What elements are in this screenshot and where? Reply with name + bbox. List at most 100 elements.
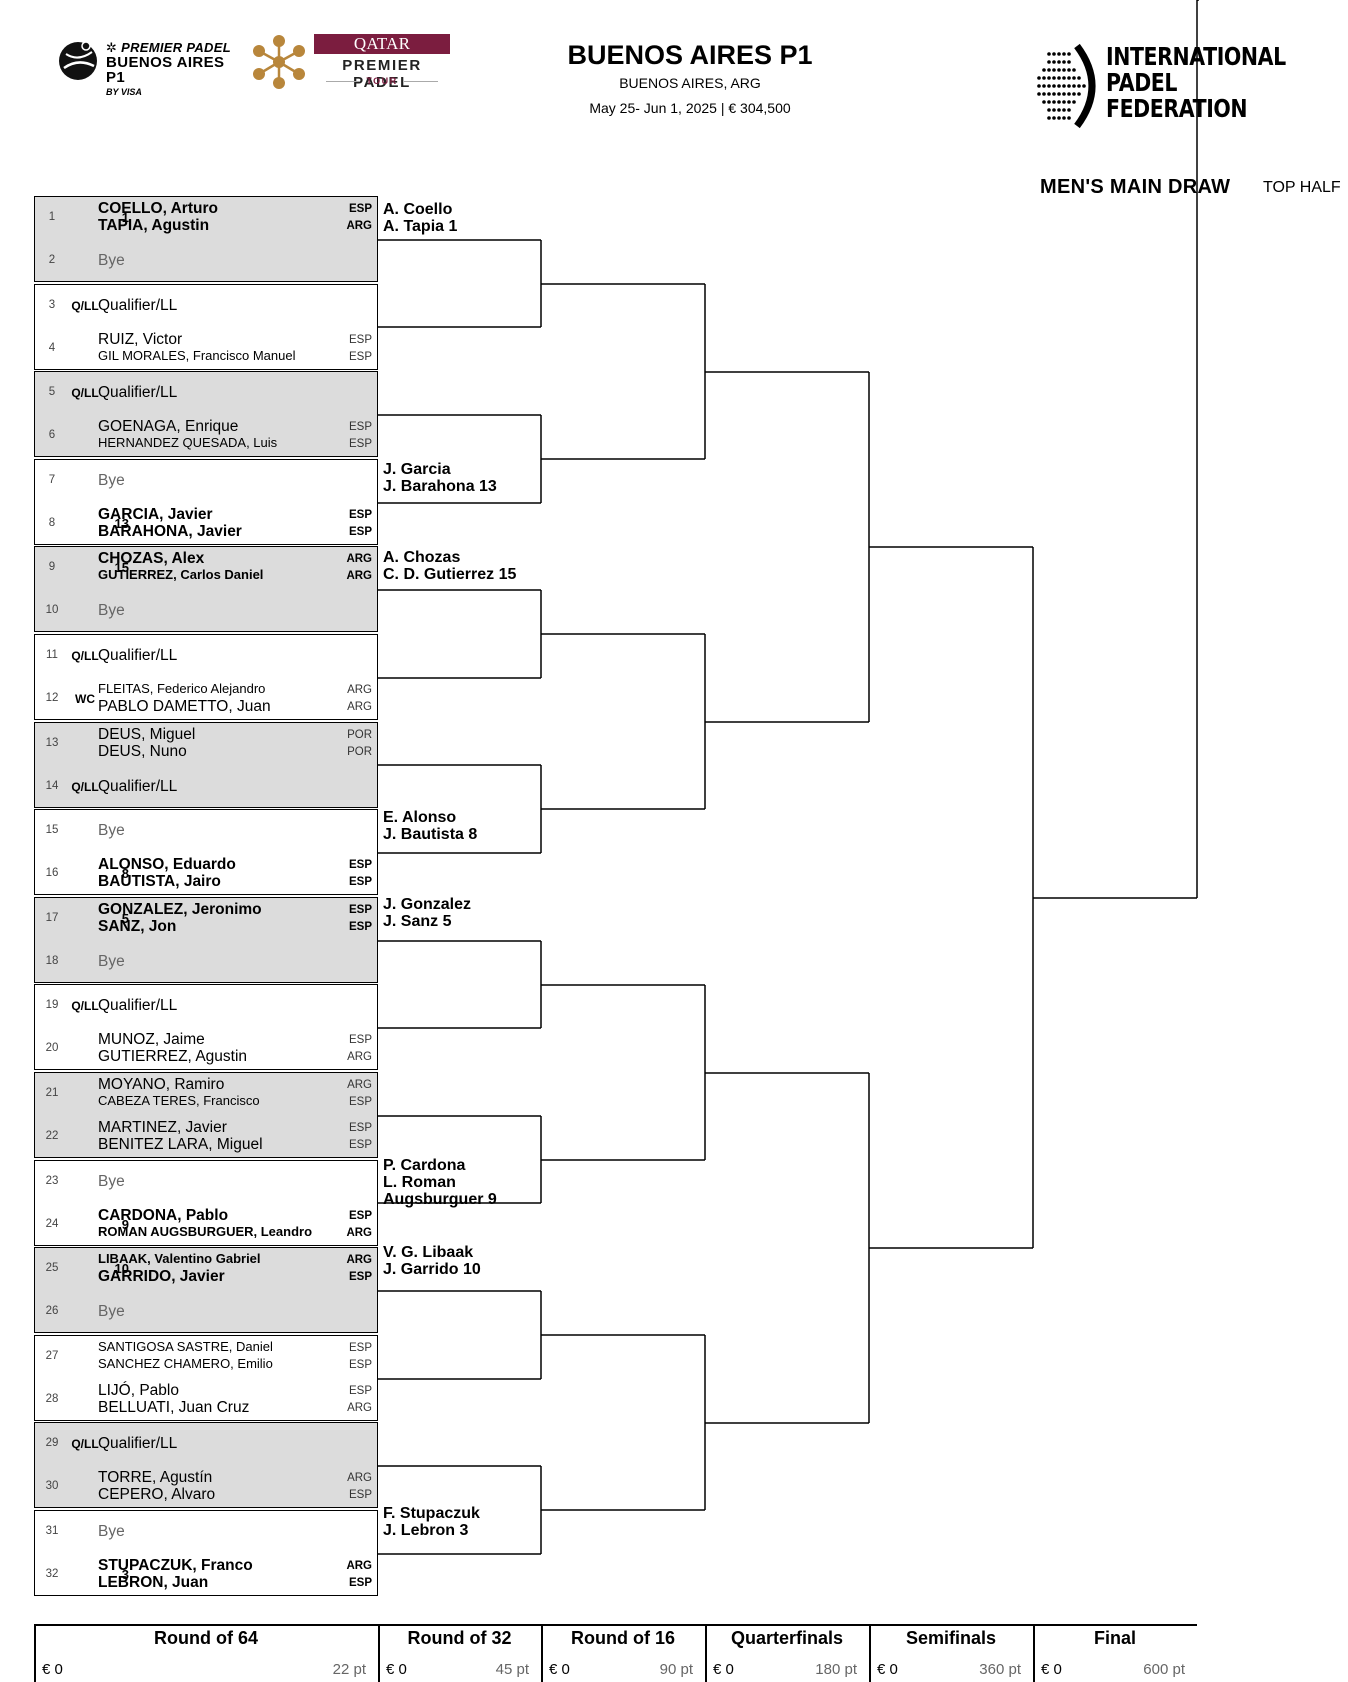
player-name: COELLO, Arturo (98, 200, 218, 217)
draw-position: 11 (46, 649, 58, 661)
player-name: MUNOZ, Jaime (98, 1031, 205, 1049)
country-code: ESP (348, 1122, 372, 1134)
round-name: Round of 64 (154, 1628, 258, 1648)
draw-position: 32 (45, 1568, 59, 1580)
seed-number: 8 (121, 866, 129, 882)
country-code: ESP (348, 1096, 372, 1108)
entry-tag: Q/LL (71, 999, 99, 1014)
entry-tag: Q/LL (71, 779, 99, 794)
player-name: TAPIA, Agustin (98, 217, 210, 234)
round-name: Round of 16 (571, 1628, 675, 1648)
seed-number: 10 (114, 1261, 129, 1277)
country-code: ARG (346, 553, 372, 566)
slot-text: Bye (98, 602, 125, 620)
country-code: ESP (348, 920, 372, 933)
player-name: HERNANDEZ QUESADA, Luis (98, 435, 278, 451)
country-code: ESP (348, 508, 372, 521)
seed-number: 3 (121, 1567, 129, 1582)
player-name: CEPERO, Alvaro (98, 1486, 216, 1504)
player-name: DEUS, Nuno (98, 742, 187, 760)
draw-position: 31 (45, 1525, 59, 1537)
draw-position: 25 (45, 1262, 59, 1275)
draw-position: 30 (45, 1480, 59, 1493)
player-name: GOENAGA, Enrique (98, 418, 239, 436)
slot-text: Qualifier/LL (98, 997, 178, 1015)
slot-text: Bye (98, 1172, 125, 1190)
ranking-points: 90 pt (659, 1661, 693, 1678)
draw-position: 15 (45, 824, 59, 837)
player-name: GARRIDO, Javier (98, 1268, 225, 1286)
slot-text: Qualifier/LL (98, 647, 178, 664)
country-code: ESP (348, 1034, 372, 1047)
slot-text: Bye (98, 1523, 125, 1540)
player-name: GUTIERREZ, Carlos Daniel (98, 567, 264, 583)
prize-money: € 0 (877, 1661, 898, 1678)
country-code: ESP (348, 421, 372, 434)
draw-position: 21 (45, 1087, 59, 1099)
footer-rule (34, 1624, 378, 1626)
footer-divider (34, 1624, 36, 1682)
draw-position: 6 (48, 429, 56, 442)
round-name: Semifinals (905, 1628, 997, 1648)
draw-position: 22 (45, 1130, 59, 1142)
draw-position: 29 (45, 1437, 59, 1450)
country-code: ESP (348, 525, 372, 538)
player-name: GUTIERREZ, Agustin (98, 1048, 248, 1066)
draw-position: 1 (48, 211, 56, 223)
player-name: CABEZA TERES, Francisco (98, 1093, 260, 1108)
entry-tag: Q/LL (71, 1437, 99, 1452)
prize-money: € 0 (386, 1661, 407, 1678)
country-code: ARG (347, 701, 372, 713)
draw-position: 5 (48, 386, 56, 399)
player-name: LEBRON, Juan (98, 1574, 209, 1591)
draw-position: 20 (45, 1042, 59, 1055)
slot-text: Bye (98, 952, 125, 970)
country-code: ESP (348, 438, 372, 451)
footer-rule (1033, 1624, 1197, 1626)
player-name: GONZALEZ, Jeronimo (98, 900, 262, 918)
country-code: ARG (347, 684, 372, 696)
draw-slot: 20 MUNOZ, Jaime ESP GUTIERREZ, Agustin ARG (35, 1028, 377, 1070)
country-code: ESP (348, 876, 372, 889)
event-title: BUENOS AIRES P1 (567, 40, 813, 70)
country-code: ARG (347, 1051, 372, 1064)
country-code: ESP (348, 350, 372, 363)
pp-logo-line3: BY VISA (106, 87, 142, 97)
country-code: ESP (348, 1271, 372, 1284)
country-code: ARG (347, 1472, 372, 1485)
player-name: ALONSO, Eduardo (98, 856, 236, 874)
player-name: CHOZAS, Alex (98, 550, 205, 568)
footer-rule (869, 1624, 1033, 1626)
country-code: ARG (347, 1401, 372, 1414)
player-name: DEUS, Miguel (98, 725, 196, 743)
country-code: ARG (346, 1254, 372, 1267)
seed-number: 1 (121, 210, 129, 225)
draw-half: TOP HALF (1263, 179, 1341, 196)
ranking-points: 360 pt (979, 1661, 1021, 1678)
country-code: ESP (348, 1577, 372, 1589)
seed-number: 15 (114, 560, 129, 576)
ipf-dots-icon (1037, 43, 1096, 129)
